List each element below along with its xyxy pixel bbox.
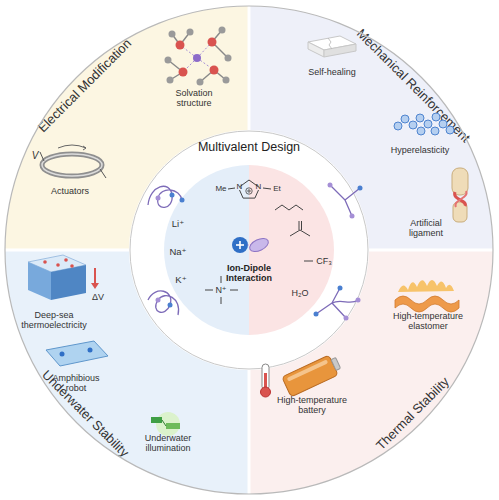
cation-label: Na⁺ [169,247,186,258]
interaction-link [247,245,251,246]
chemical-group: Me [215,185,226,194]
chemical-group: CF₃ [316,256,332,266]
outer-ring [5,6,493,494]
polymer-chains [148,185,360,318]
charge-symbol [239,241,241,249]
elastic-network [394,113,454,135]
chemical-group: H₂O [292,288,309,298]
node-outline [129,130,369,370]
knee-joint [452,168,468,222]
application-label: Solvation structure [164,88,224,108]
dipole-ellipse [248,236,271,254]
chemical-group: N⁺ [215,285,226,295]
chemical-group: Et [273,185,281,194]
circle-title: Multivalent Design [198,140,300,154]
application-label: Amphibious robot [46,373,106,393]
self-healing-tablet [308,36,356,57]
polymer-beads [156,183,363,321]
application-label: Artificial ligament [399,218,454,238]
interaction-core: Ion-Dipole Interaction [214,235,284,287]
cation-label: K⁺ [175,275,186,286]
cation-sphere [232,237,248,253]
underwater-light [151,412,180,436]
application-label: Actuators [51,186,89,196]
chemical-bonds [205,180,313,304]
solvation-molecule [165,27,232,86]
amphibious-robot [46,341,108,366]
sector-separators [3,4,495,496]
cation-label: Li⁺ [172,219,184,230]
design-circle-fill [130,131,368,369]
chemical-atom: N [256,183,262,192]
chemical-atom: N [237,183,243,192]
battery-cell [282,353,343,397]
application-label: High-temperature elastomer [388,311,468,331]
elastomer-slab [395,280,459,312]
cation-half [164,165,249,335]
application-label: Hyperelasticity [391,145,450,155]
application-label: Self-healing [308,67,356,77]
thermometer [261,364,271,397]
application-label: Deep-sea thermoelectricity [17,310,92,330]
voltage-symbol: V [32,150,39,161]
design-circle: Multivalent DesignIon-Dipole Interaction [129,130,369,370]
voltage-symbol: ΔV [92,292,104,302]
imidazolium-charge [246,188,252,194]
application-label: Underwater illumination [133,433,203,453]
thermoelectric-cube [28,255,99,300]
application-label: High-temperature battery [272,395,352,415]
core-title: Ion-Dipole Interaction [217,263,281,283]
actuator-ring [40,145,106,178]
